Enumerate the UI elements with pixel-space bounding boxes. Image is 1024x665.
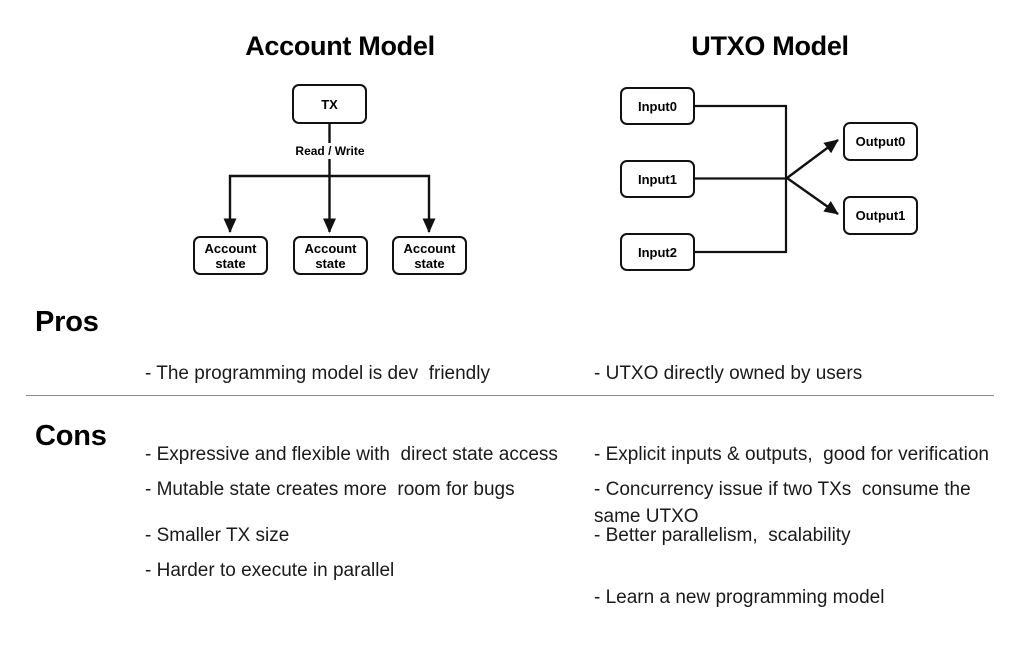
cons-account-item-0: - Mutable state creates more room for bu… [145, 479, 515, 500]
cons-utxo-item-1: - Learn a new programming model [594, 587, 885, 608]
utxo-input-node-2: Input2 [620, 233, 695, 271]
utxo-output-node-1: Output1 [843, 196, 918, 235]
utxo-input-node-1: Input1 [620, 160, 695, 198]
connector-lines [223, 104, 839, 254]
utxo-model-title: UTXO Model [691, 31, 849, 61]
slide-canvas: Account Model UTXO Model TX Read / Write… [26, 31, 994, 608]
pros-account-item-0: - The programming model is dev friendly [145, 363, 490, 384]
account-state-node-0: Account state [193, 236, 268, 275]
pros-utxo-item-0: - UTXO directly owned by users [594, 363, 863, 384]
account-state-node-1: Account state [293, 236, 368, 275]
cons-section-label: Cons [35, 420, 107, 452]
section-divider [26, 395, 994, 396]
cons-account-item-1: - Harder to execute in parallel [145, 560, 395, 581]
utxo-output-node-0: Output0 [843, 122, 918, 161]
tx-node: TX [292, 84, 367, 124]
edge-input2-to-bus [695, 178, 788, 254]
read-write-edge-label: Read / Write [283, 143, 377, 159]
cons-utxo-item-0: - Concurrency issue if two TXs consume t… [594, 479, 976, 527]
edge-bus-to-output1 [786, 177, 839, 215]
pros-utxo-item-1: - Explicit inputs & outputs, good for ve… [594, 444, 989, 465]
edge-input0-to-bus [695, 104, 788, 178]
account-state-node-2: Account state [392, 236, 467, 275]
pros-account-item-1: - Expressive and flexible with direct st… [145, 444, 558, 465]
utxo-input-node-0: Input0 [620, 87, 695, 125]
pros-section-label: Pros [35, 306, 99, 338]
edge-bus-to-output0 [786, 139, 839, 179]
account-model-title: Account Model [245, 31, 435, 61]
